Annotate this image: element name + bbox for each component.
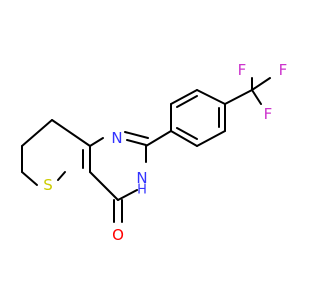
atom-label-n3-h: H [137, 183, 147, 198]
bond-s-c6 [21, 171, 38, 186]
bond-n1-c2 [126, 139, 147, 146]
atom-label-s: S [43, 176, 53, 194]
atom-label-n1: N [111, 129, 122, 147]
atom-label-n3: N [136, 169, 147, 187]
bond-ph-5-6 [196, 130, 226, 147]
atom-label-f-down: F [264, 105, 273, 123]
bond-cf-down [251, 89, 262, 105]
bond-c4a-s [57, 171, 66, 181]
atom-label-o: O [112, 226, 124, 244]
bond-n3-c4 [117, 189, 138, 201]
atom-label-f-top: F [238, 61, 247, 79]
bond-c8a-n1 [89, 137, 104, 147]
molecule-structure: N N H O S F F F [21, 61, 288, 244]
bond-ph-2-3 [170, 89, 198, 105]
bond-ph-3-4 [196, 89, 226, 105]
bond-n1-c2-double [124, 131, 149, 139]
atom-label-f-right: F [279, 61, 288, 79]
bond-c4-c4a [89, 171, 119, 201]
bond-c8-c8a [51, 119, 91, 147]
bond-ph-6-1 [170, 130, 198, 147]
bond-ph-cf3 [224, 89, 253, 105]
bond-c7-c8 [21, 119, 53, 147]
bond-c2-ipso [145, 130, 172, 147]
bond-cf-right [251, 77, 271, 91]
bond-ph-2-3-double [176, 95, 198, 108]
bond-ph-6-1-double [176, 127, 198, 140]
